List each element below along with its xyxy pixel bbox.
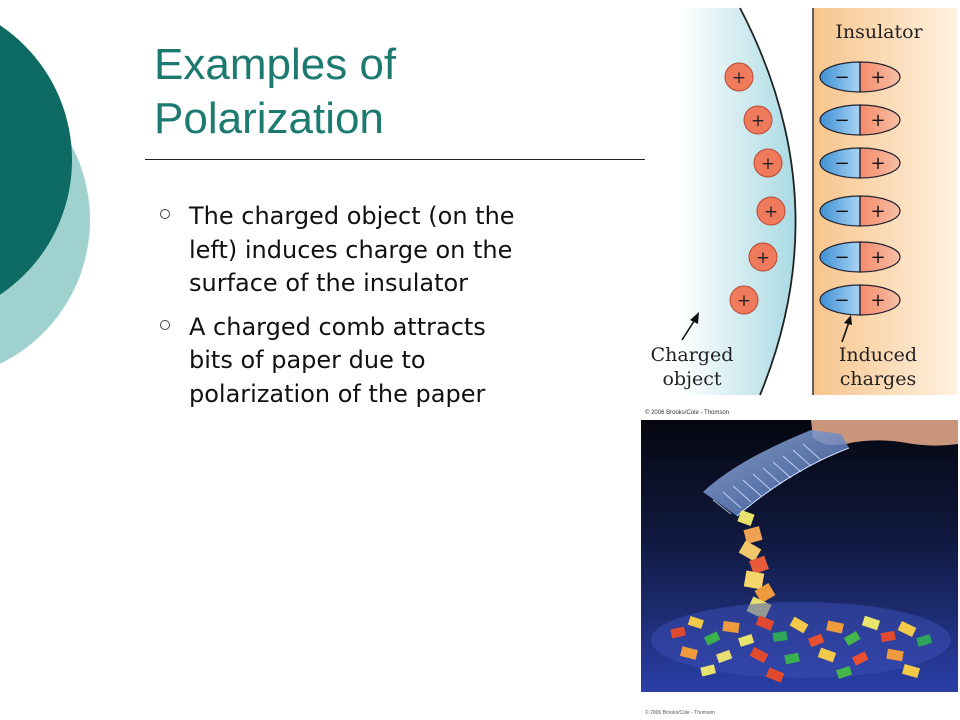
plus-charge: + [753, 148, 783, 178]
comb-paper-photo: © 2006 Brooks/Cole - Thomson [641, 404, 958, 720]
title-line-2: Polarization [154, 94, 384, 143]
plus-sign: + [737, 291, 751, 311]
plus-charge: + [729, 285, 759, 315]
comb [703, 430, 850, 517]
dipole: − + [819, 284, 901, 316]
object-charges: + + + + + + [724, 62, 786, 315]
decorative-circles [0, 25, 90, 364]
plus-sign: + [870, 153, 885, 174]
bullet-text: The charged object (on the left) induces… [189, 202, 515, 297]
paper-stream [737, 509, 776, 620]
dipole: − + [819, 147, 901, 179]
paper-pile [651, 602, 951, 683]
induced-dipoles: − + − + − + − + − + [819, 61, 901, 316]
dark-teal-circle [0, 25, 72, 295]
bullet-text: A charged comb attracts bits of paper du… [189, 312, 486, 408]
bullet-item: The charged object (on the left) induces… [160, 200, 520, 301]
insulator-label: Insulator [835, 21, 923, 43]
minus-sign: − [834, 201, 849, 222]
minus-sign: − [834, 153, 849, 174]
plus-sign: + [756, 248, 770, 268]
hollow-circle-bullet-icon [160, 319, 170, 330]
dipole: − + [819, 241, 901, 273]
minus-sign: − [834, 110, 849, 131]
dipole: − + [819, 61, 901, 93]
pointer-arrow-icon [681, 312, 699, 341]
dipole: − + [819, 195, 901, 227]
hollow-circle-bullet-icon [160, 209, 170, 219]
plus-charge: + [748, 242, 778, 272]
minus-sign: − [834, 67, 849, 88]
plus-sign: + [761, 154, 775, 174]
charged-object-region [680, 8, 796, 395]
charged-label-line-1: Charged [651, 344, 734, 366]
charged-label-line-2: object [662, 368, 721, 390]
plus-charge: + [724, 62, 754, 92]
plus-charge: + [743, 105, 773, 135]
plus-sign: + [870, 247, 885, 268]
induced-label-line-1: Induced [839, 344, 917, 366]
plus-sign: + [870, 67, 885, 88]
bullet-item: A charged comb attracts bits of paper du… [160, 311, 520, 412]
photo-copyright-small: © 2006 Brooks/Cole - Thomson [645, 709, 715, 716]
charged-object-surface [739, 7, 797, 396]
plus-sign: + [751, 111, 765, 131]
slide-title: Examples of Polarization [154, 38, 624, 146]
bullet-list: The charged object (on the left) induces… [160, 200, 520, 421]
plus-sign: + [870, 201, 885, 222]
photo-copyright: © 2006 Brooks/Cole - Thomson [645, 409, 729, 416]
minus-sign: − [834, 247, 849, 268]
plus-sign: + [870, 110, 885, 131]
title-line-1: Examples of [154, 40, 397, 89]
induced-label-line-2: charges [840, 368, 916, 390]
plus-sign: + [764, 202, 778, 222]
title-divider [145, 159, 645, 160]
plus-charge: + [756, 196, 786, 226]
plus-sign: + [732, 68, 746, 88]
polarization-diagram: Insulator + + + + + + [651, 7, 957, 396]
dipole: − + [819, 104, 901, 136]
hand [811, 420, 958, 446]
minus-sign: − [834, 290, 849, 311]
plus-sign: + [870, 290, 885, 311]
pointer-arrow-icon [841, 315, 852, 343]
